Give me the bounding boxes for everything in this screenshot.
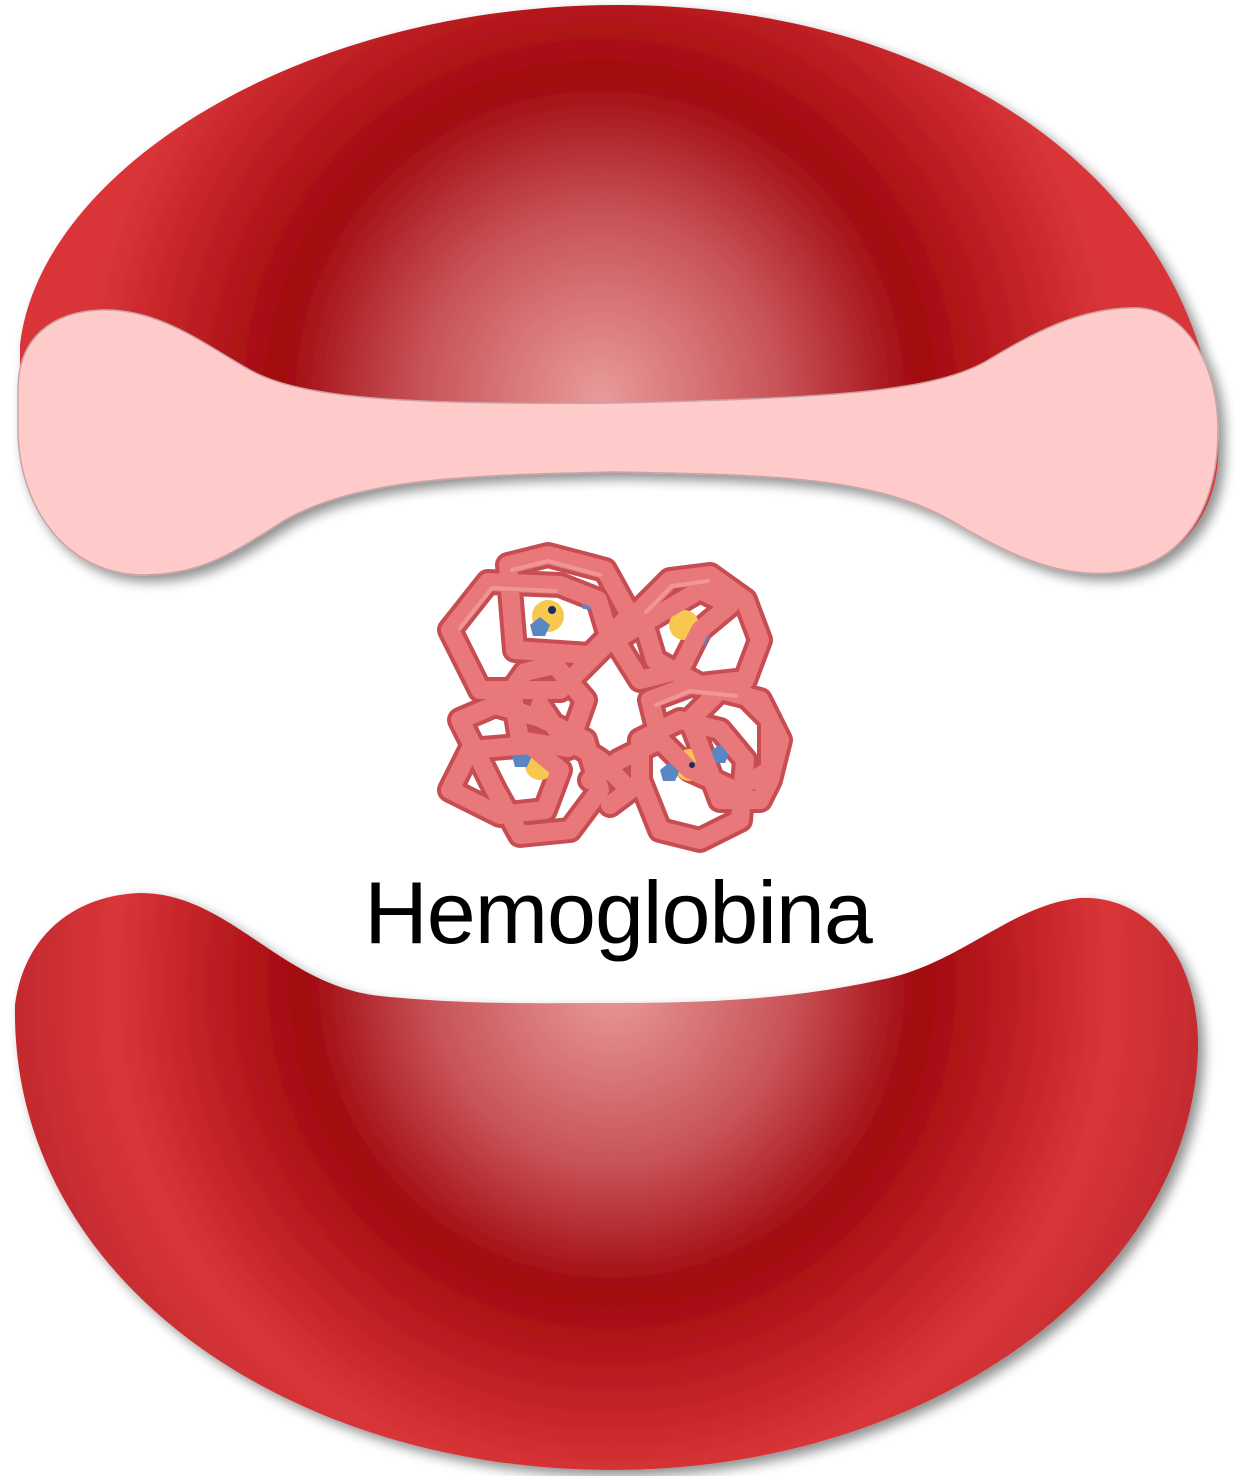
- rbc-lower-half-icon: [14, 893, 1199, 1470]
- hemoglobin-label: Hemoglobina: [364, 863, 873, 962]
- rbc-upper-half-icon: [17, 5, 1219, 576]
- hemoglobin-molecule-icon: [437, 542, 793, 853]
